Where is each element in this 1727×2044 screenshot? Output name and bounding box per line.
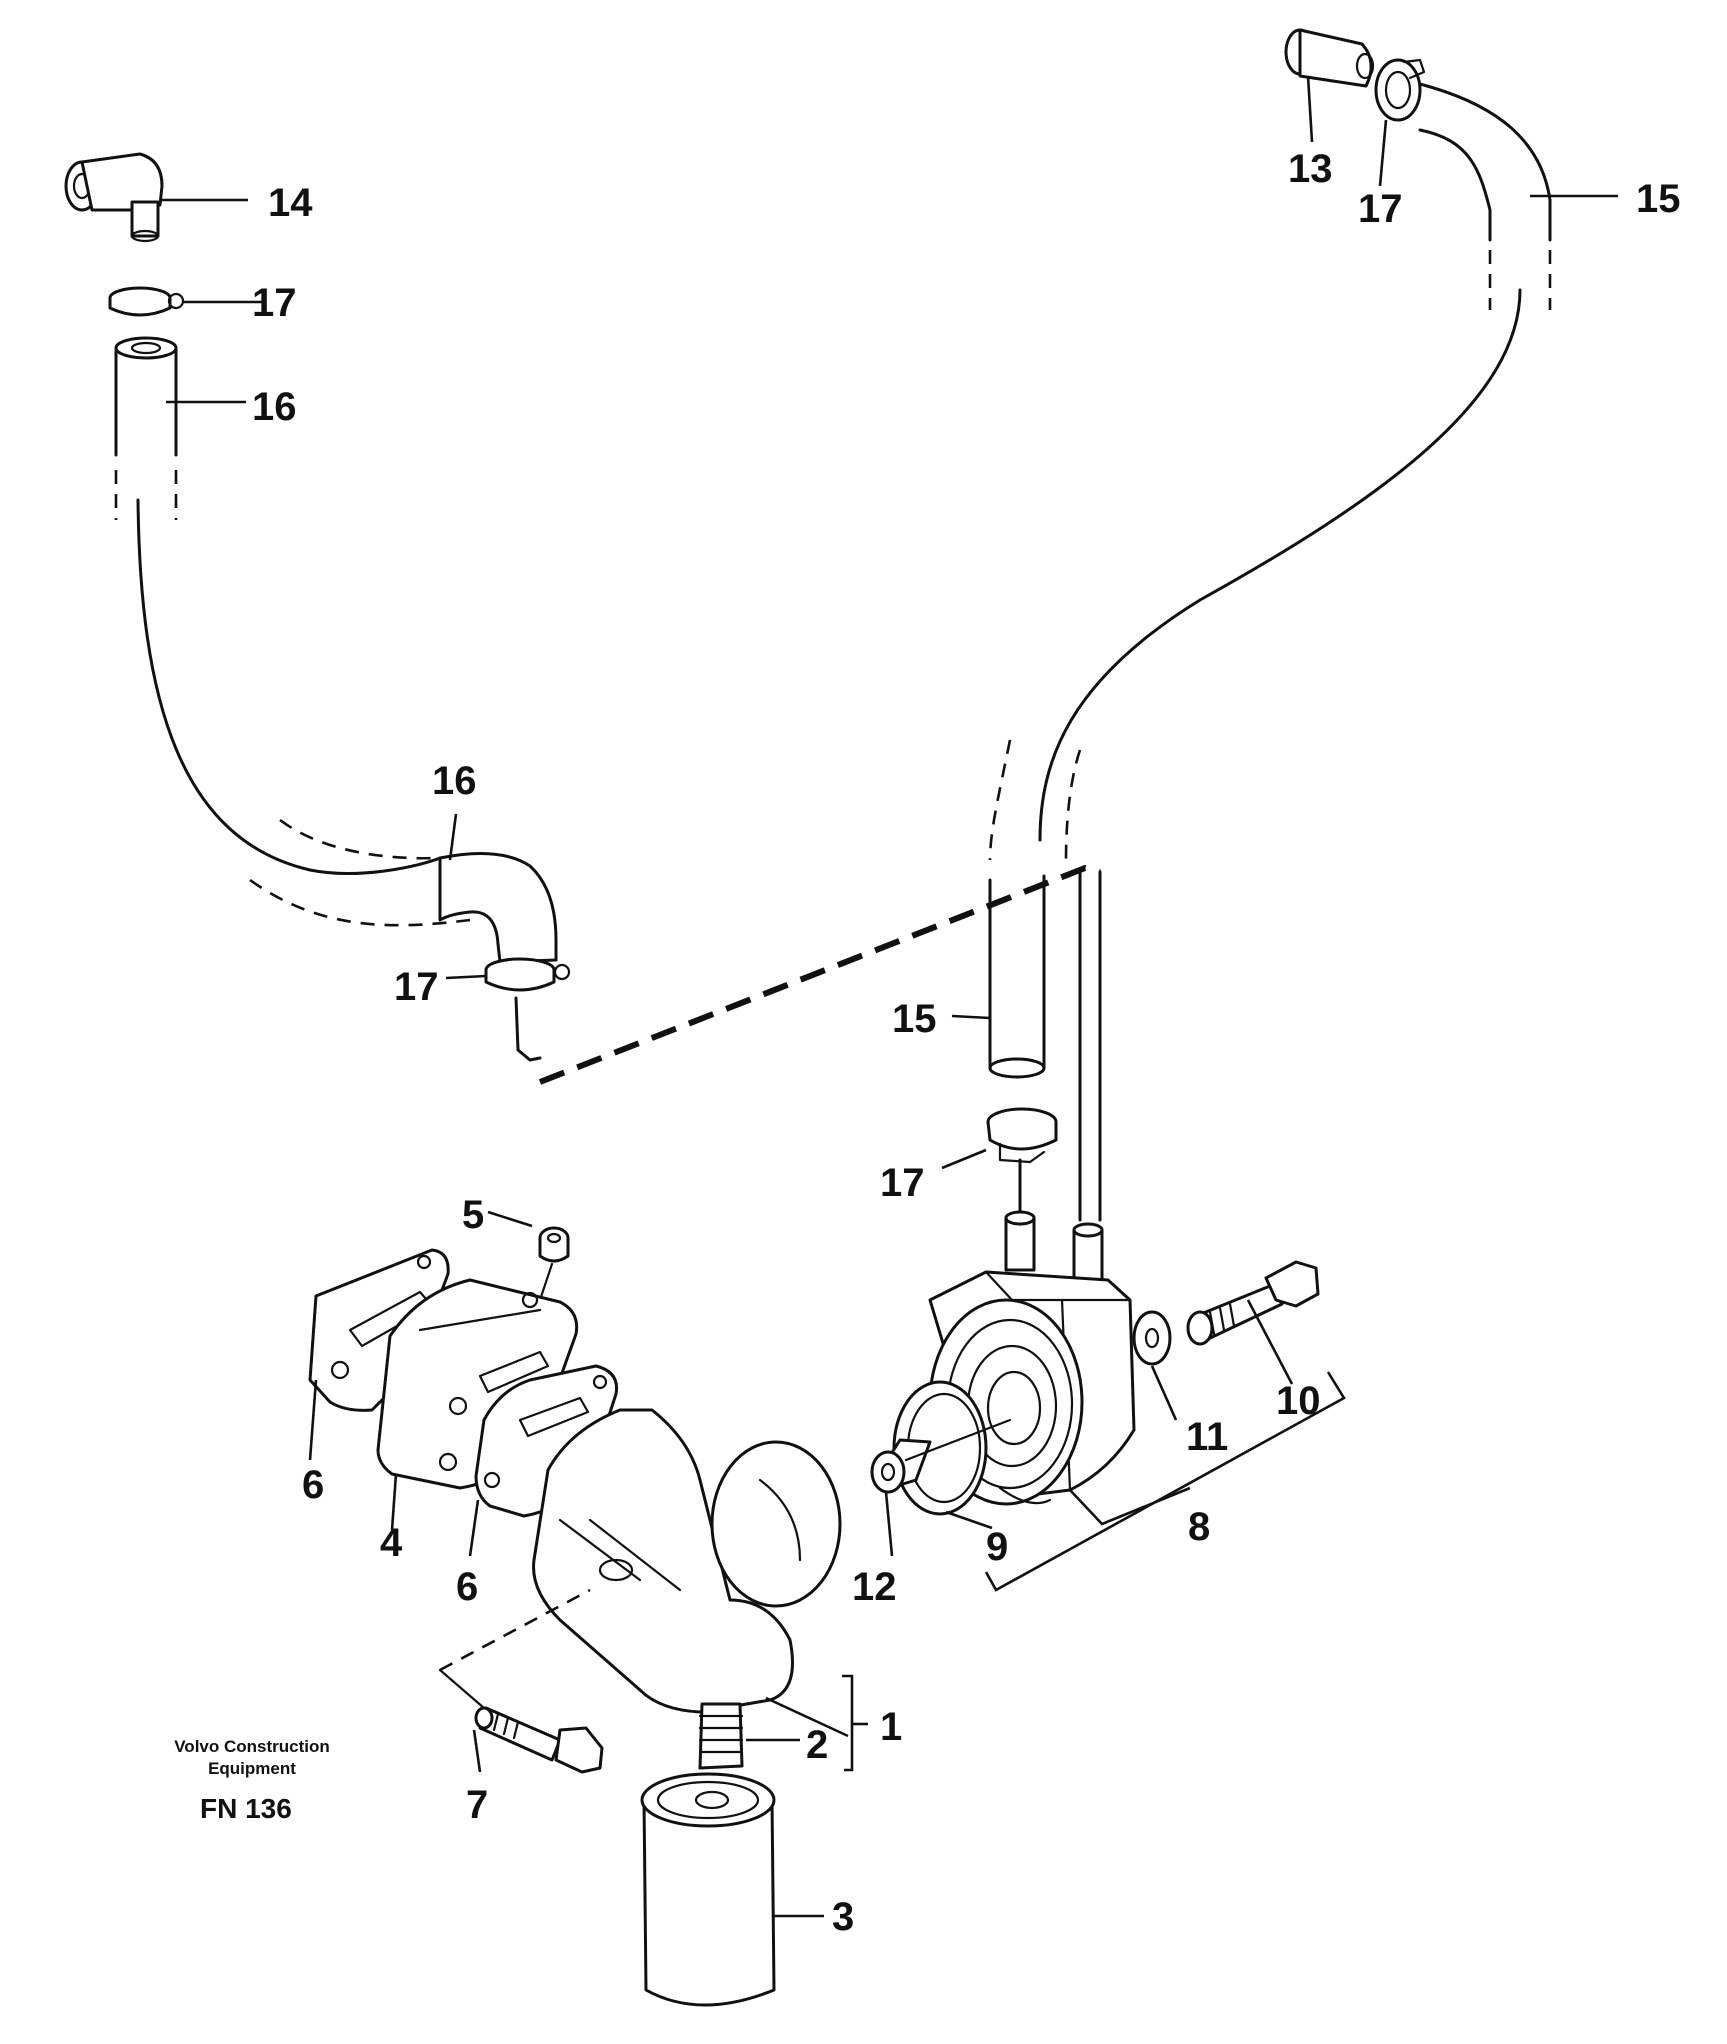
callout-17-elbow: 17 bbox=[394, 965, 439, 1009]
part-10-bolt bbox=[1186, 1260, 1320, 1346]
callout-6-front: 6 bbox=[456, 1565, 478, 1609]
part-15-hose-top bbox=[988, 82, 1552, 861]
figure-caption: Volvo Construction Equipment FN 136 bbox=[174, 1737, 330, 1824]
callout-13: 13 bbox=[1288, 147, 1333, 191]
part-13-nipple bbox=[1284, 28, 1375, 88]
part-1-filter-housing bbox=[439, 1408, 842, 1714]
part-3-oil-filter bbox=[640, 1772, 776, 2007]
part-16-hose-upper-section bbox=[114, 336, 471, 927]
part-7-bolt bbox=[438, 1668, 604, 1774]
callout-9: 9 bbox=[986, 1525, 1008, 1569]
callout-17-cooler: 17 bbox=[880, 1161, 925, 1205]
hose-routing-line bbox=[538, 864, 1101, 1085]
callout-3: 3 bbox=[832, 1895, 854, 1939]
callout-14: 14 bbox=[268, 181, 313, 225]
callout-12: 12 bbox=[852, 1565, 897, 1609]
callout-1: 1 bbox=[880, 1705, 902, 1749]
publisher-name-line2: Equipment bbox=[208, 1759, 296, 1778]
callout-11: 11 bbox=[1186, 1415, 1228, 1459]
callout-8: 8 bbox=[1188, 1505, 1210, 1549]
part-14-elbow-connector bbox=[64, 152, 164, 243]
callout-15-cooler: 15 bbox=[892, 997, 937, 1041]
part-17-hose-clamp-cooler bbox=[986, 1107, 1058, 1212]
callout-10: 10 bbox=[1276, 1379, 1321, 1423]
callout-17-top-left: 17 bbox=[252, 281, 297, 325]
part-17-hose-clamp-top-right bbox=[1374, 58, 1426, 122]
part-17-hose-clamp-top-left bbox=[108, 286, 185, 317]
part-8-oil-cooler bbox=[928, 1210, 1136, 1506]
figure-code: FN 136 bbox=[200, 1793, 292, 1824]
part-15-hose-cooler-section bbox=[988, 870, 1102, 1222]
publisher-name: Volvo Construction bbox=[174, 1737, 330, 1756]
callout-5: 5 bbox=[462, 1193, 484, 1237]
callout-2: 2 bbox=[806, 1723, 828, 1767]
callout-7: 7 bbox=[466, 1783, 488, 1827]
part-11-washer bbox=[1132, 1310, 1172, 1366]
callout-15-top-right: 15 bbox=[1636, 177, 1681, 221]
callout-16-upper: 16 bbox=[252, 385, 297, 429]
callout-labels: 14 17 16 16 17 13 17 15 15 17 5 6 4 6 12… bbox=[252, 147, 1681, 1939]
callout-17-top-right: 17 bbox=[1358, 187, 1403, 231]
callout-6-rear: 6 bbox=[302, 1463, 324, 1507]
part-17-hose-clamp-elbow bbox=[484, 957, 571, 1062]
callout-16-lower: 16 bbox=[432, 759, 477, 803]
callout-4: 4 bbox=[380, 1521, 403, 1565]
part-16-hose-elbow bbox=[438, 852, 558, 964]
part-2-threaded-nipple bbox=[698, 1702, 744, 1770]
leader-lines bbox=[160, 75, 1618, 1918]
part-5-plug bbox=[538, 1226, 570, 1302]
part-12-nipple bbox=[870, 1418, 1012, 1494]
